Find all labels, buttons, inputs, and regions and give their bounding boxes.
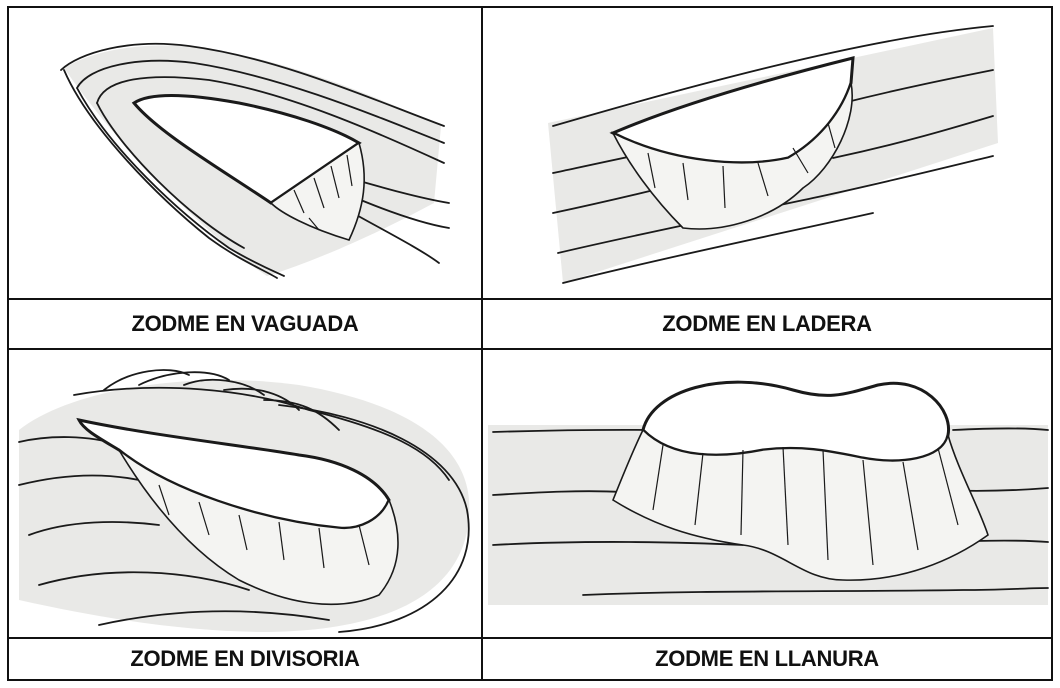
- divisoria-illustration: [9, 350, 481, 637]
- figure-grid: ZODME EN VAGUADA ZODME EN LADERA: [7, 6, 1053, 681]
- llanura-illustration: [483, 350, 1051, 637]
- caption-divisoria: ZODME EN DIVISORIA: [9, 639, 483, 679]
- drawing-llanura: [483, 350, 1051, 639]
- caption-vaguada: ZODME EN VAGUADA: [9, 300, 483, 350]
- vaguada-illustration: [9, 8, 481, 298]
- drawing-ladera: [483, 8, 1051, 300]
- drawing-divisoria: [9, 350, 483, 639]
- drawing-vaguada: [9, 8, 483, 300]
- caption-ladera: ZODME EN LADERA: [483, 300, 1051, 350]
- caption-llanura: ZODME EN LLANURA: [483, 639, 1051, 679]
- ladera-illustration: [483, 8, 1051, 298]
